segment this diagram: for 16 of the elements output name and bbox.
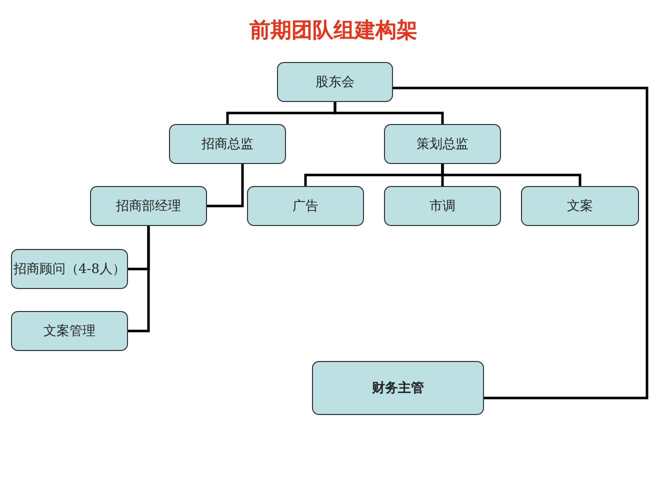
connector-line: [207, 164, 244, 208]
connector-line: [393, 86, 648, 400]
position-box: 文案管理: [11, 311, 128, 351]
position-box: 财务主管: [312, 361, 484, 415]
position-box: 市调: [384, 186, 501, 226]
connector-line: [441, 164, 582, 186]
position-box: 招商顾问（4-8人）: [11, 249, 128, 289]
position-box: 招商总监: [169, 124, 286, 164]
connector-line: [128, 226, 150, 332]
position-box: 招商部经理: [90, 186, 207, 226]
position-box: 策划总监: [384, 124, 501, 164]
connector-line: [334, 102, 444, 124]
position-box: 广告: [247, 186, 364, 226]
position-box: 股东会: [277, 62, 393, 102]
position-box: 文案: [521, 186, 639, 226]
title: 前期团队组建构架: [250, 18, 418, 42]
